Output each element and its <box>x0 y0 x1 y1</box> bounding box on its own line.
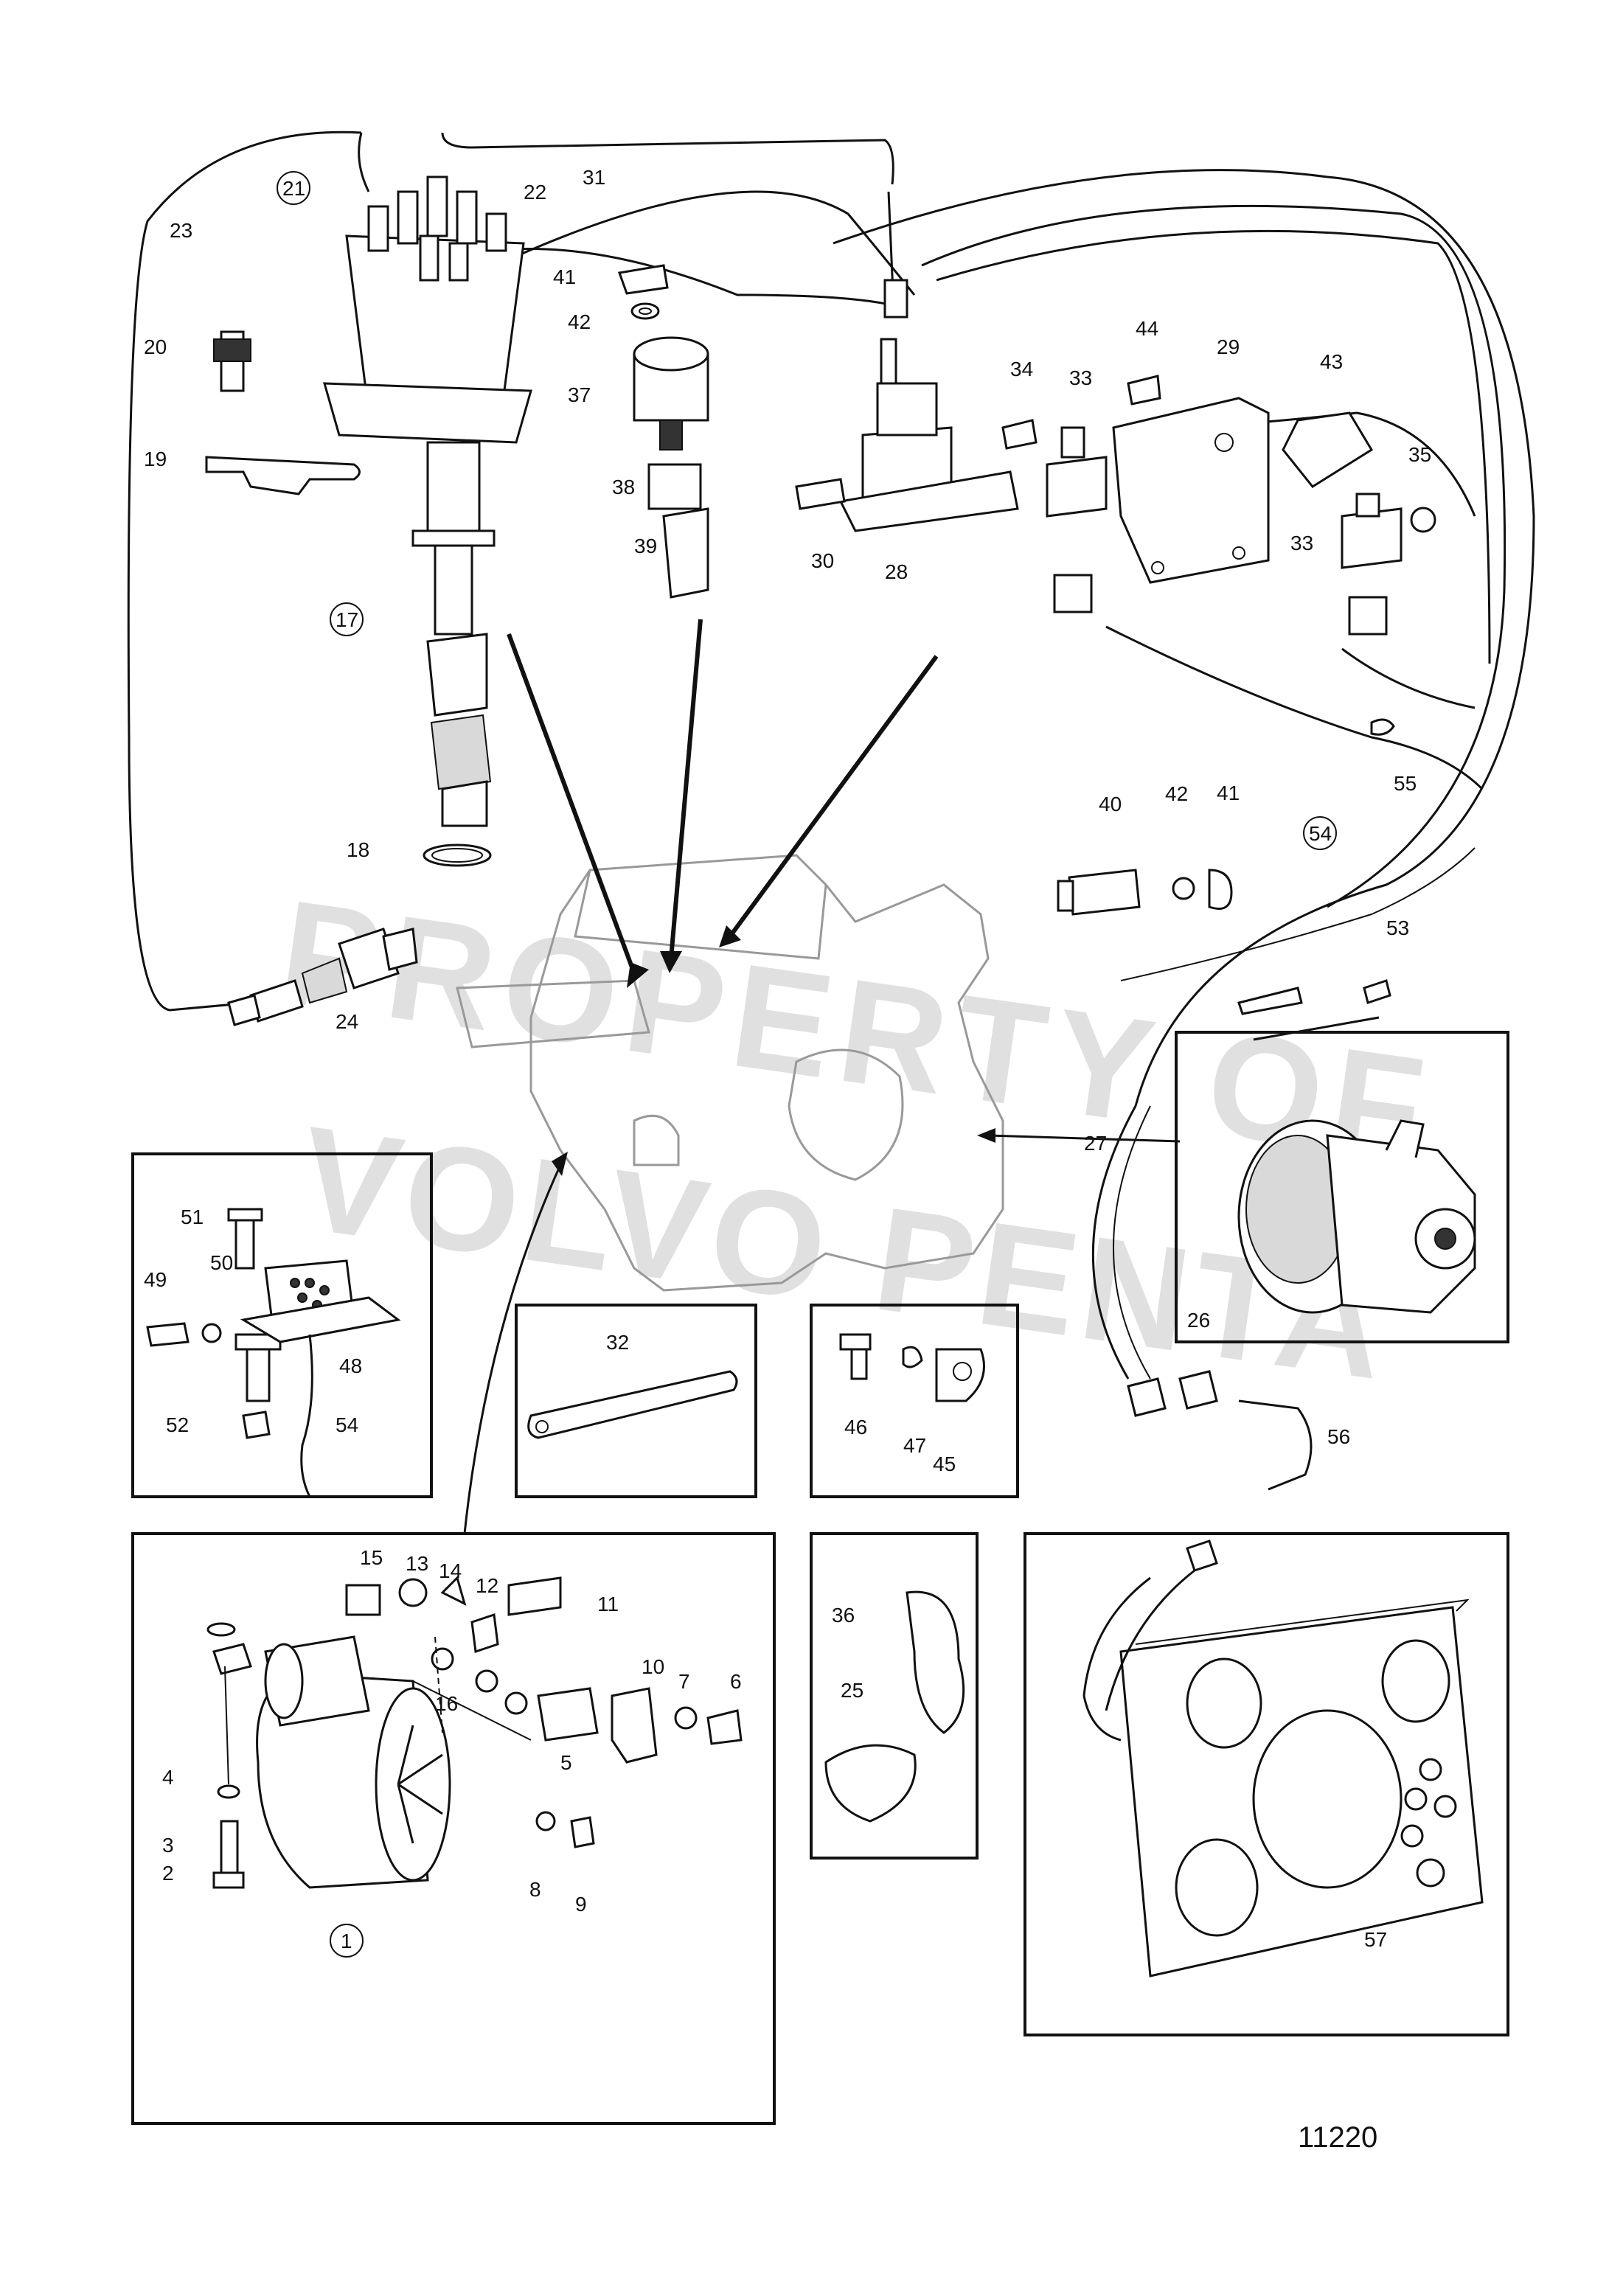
part-label-16: 16 <box>435 1692 458 1715</box>
part-label-18: 18 <box>347 838 369 861</box>
part-label-49: 49 <box>144 1268 167 1291</box>
part-label-28: 28 <box>885 560 908 583</box>
tie-box <box>810 1532 979 1860</box>
part-label-17: 17 <box>336 608 358 631</box>
part-label-40: 40 <box>1099 793 1122 815</box>
part-label-14: 14 <box>439 1559 462 1582</box>
part-label-46: 46 <box>844 1416 867 1439</box>
instrument-panel-box <box>1024 1532 1509 2036</box>
engine-outline <box>456 854 1004 1292</box>
part-label-7: 7 <box>678 1670 690 1693</box>
part-label-9: 9 <box>575 1893 587 1916</box>
part-label-30: 30 <box>811 549 834 572</box>
oil-sender-bracket-box <box>131 1152 433 1498</box>
part-label-33b: 33 <box>1290 532 1313 554</box>
part-label-41a: 41 <box>553 265 576 288</box>
part-label-21: 21 <box>282 177 305 200</box>
alternator-box <box>1175 1031 1509 1343</box>
distributor <box>205 175 532 867</box>
part-label-11: 11 <box>597 1593 619 1615</box>
part-label-15: 15 <box>360 1546 383 1569</box>
watermark: PROPERTY OF VOLVO PENTA <box>271 869 1433 1410</box>
part-label-5: 5 <box>560 1751 572 1774</box>
clamp-detail <box>839 1333 985 1402</box>
part-label-32: 32 <box>606 1331 629 1354</box>
part-label-27: 27 <box>1084 1132 1107 1155</box>
part-label-24: 24 <box>336 1010 358 1033</box>
tie-strap <box>824 1590 965 1823</box>
part-label-25: 25 <box>841 1679 863 1702</box>
part-label-48: 48 <box>339 1354 362 1377</box>
part-label-47: 47 <box>903 1434 926 1457</box>
oil-sender-detail <box>146 1208 401 1497</box>
part-label-52: 52 <box>166 1413 189 1436</box>
circled-label-21 <box>277 171 310 205</box>
part-label-33a: 33 <box>1069 366 1092 389</box>
detail-boxes <box>131 1031 1509 2125</box>
part-label-10: 10 <box>642 1655 664 1678</box>
part-labels: 23 21 22 31 20 19 17 18 24 41 42 37 38 3… <box>144 166 1431 1958</box>
pointer-arrows <box>463 619 1181 1534</box>
part-label-3: 3 <box>162 1834 174 1857</box>
part-label-57: 57 <box>1364 1928 1387 1951</box>
tool-box-32 <box>515 1304 757 1498</box>
part-label-1: 1 <box>341 1930 352 1952</box>
circled-label-54 <box>1303 816 1337 850</box>
part-label-45: 45 <box>933 1453 956 1475</box>
instrument-panel <box>1105 1370 1484 1977</box>
part-label-55: 55 <box>1394 772 1417 795</box>
clamp-box <box>810 1304 1019 1498</box>
temperature-sender <box>1057 869 1391 1015</box>
starter-motor-box <box>131 1532 776 2125</box>
part-label-42a: 42 <box>568 310 591 333</box>
relay-bracket <box>1001 375 1436 736</box>
part-label-50: 50 <box>210 1251 233 1274</box>
part-label-8: 8 <box>529 1878 541 1901</box>
part-label-54b: 54 <box>336 1413 358 1436</box>
alternator <box>1237 1119 1476 1314</box>
part-label-36: 36 <box>832 1604 855 1627</box>
part-label-19: 19 <box>144 448 167 470</box>
part-label-23: 23 <box>170 219 192 242</box>
part-label-54a: 54 <box>1309 822 1332 845</box>
part-label-26: 26 <box>1187 1309 1210 1332</box>
part-label-34: 34 <box>1010 358 1033 380</box>
oil-pressure-sender <box>617 264 709 599</box>
part-label-41b: 41 <box>1217 782 1240 804</box>
part-label-44: 44 <box>1136 317 1158 340</box>
tool-32 <box>527 1370 738 1439</box>
part-label-29: 29 <box>1217 335 1240 358</box>
part-label-6: 6 <box>730 1670 742 1693</box>
part-label-53: 53 <box>1386 916 1409 939</box>
starter-motor <box>206 1576 743 1889</box>
drawing-number: 11220 <box>1298 2121 1377 2154</box>
part-label-43: 43 <box>1320 350 1343 373</box>
part-label-35: 35 <box>1408 443 1431 466</box>
part-label-2: 2 <box>162 1862 174 1885</box>
part-label-51: 51 <box>181 1206 204 1228</box>
part-label-42b: 42 <box>1165 782 1188 805</box>
spark-plug <box>227 928 418 1026</box>
part-label-13: 13 <box>406 1552 428 1575</box>
ignition-coil <box>795 279 1019 532</box>
part-label-12: 12 <box>476 1574 498 1597</box>
part-label-31: 31 <box>583 166 605 189</box>
part-label-37: 37 <box>568 383 591 406</box>
part-label-38: 38 <box>612 476 635 498</box>
part-label-22: 22 <box>524 181 546 203</box>
circled-label-17 <box>330 602 364 636</box>
part-label-20: 20 <box>144 335 167 358</box>
circled-label-1 <box>330 1924 364 1958</box>
part-label-56: 56 <box>1327 1425 1350 1448</box>
part-label-4: 4 <box>162 1766 174 1789</box>
part-label-39: 39 <box>634 535 657 557</box>
